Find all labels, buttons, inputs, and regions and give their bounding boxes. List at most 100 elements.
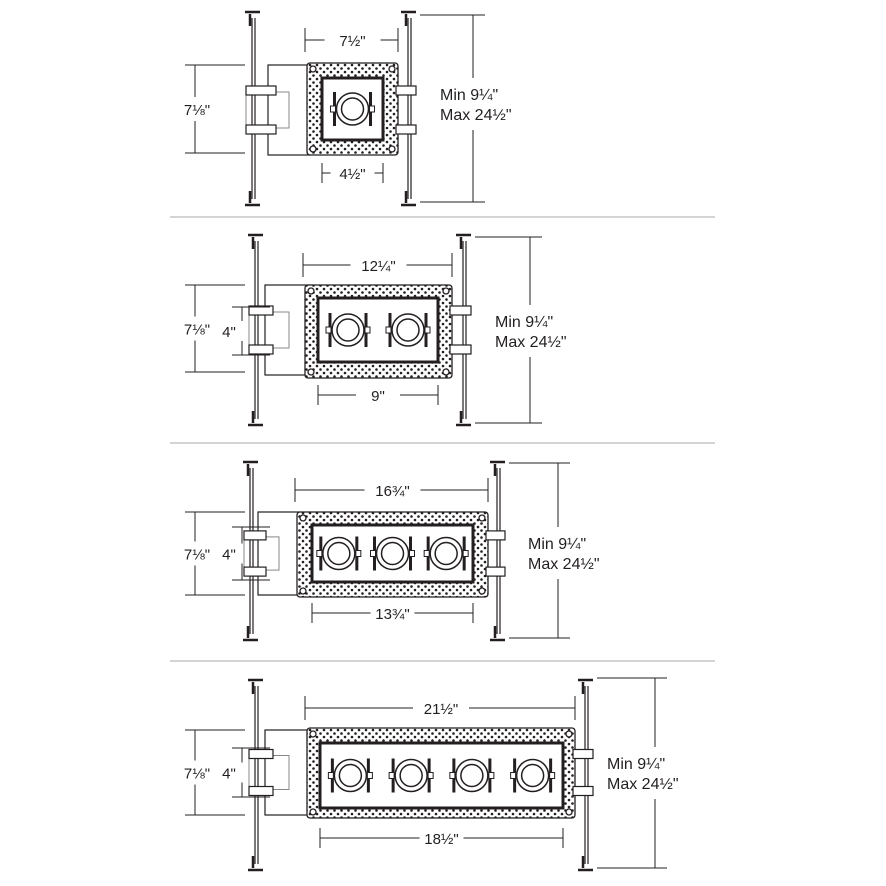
bracket-tab: [395, 85, 417, 96]
screw-icon: [478, 587, 486, 595]
bottom-width-label: 4½": [339, 166, 365, 183]
fixture-icon: [325, 313, 371, 347]
fixture-lens: [434, 541, 458, 566]
joist-max-label: Max 24½": [528, 556, 600, 573]
bracket-tab: [485, 566, 506, 577]
screw-icon: [309, 730, 317, 738]
hanger-bar: [407, 18, 412, 199]
fixture-screw: [549, 772, 556, 779]
fixture-lens: [399, 763, 423, 788]
hanger-clip-icon: [401, 10, 416, 26]
fixture-screw: [488, 772, 495, 779]
screw-icon: [299, 514, 307, 522]
fixture-icon: [316, 536, 362, 571]
height-label: 7⅛": [184, 766, 210, 783]
fixture-screw: [330, 105, 336, 113]
hanger-bar: [462, 241, 467, 419]
screw-icon: [307, 368, 315, 376]
hanger-bar: [254, 241, 259, 419]
hanger-clip-icon: [401, 191, 416, 207]
hanger-clip-icon: [245, 10, 260, 26]
hanger-clip-icon: [490, 626, 505, 642]
fixture-screw: [423, 550, 430, 557]
screw-icon: [442, 368, 450, 376]
hanger-clip-icon: [456, 411, 471, 427]
hanger-bar: [251, 18, 256, 199]
fixture-icon: [423, 536, 469, 571]
height-label: 7⅛": [184, 322, 210, 339]
hanger-clip-icon: [248, 411, 263, 427]
hanger-bar: [249, 468, 254, 634]
bottom-width-label: 9": [371, 388, 385, 405]
fixture-screw: [366, 772, 373, 779]
fixture-lens: [520, 763, 545, 788]
fixture-screw: [385, 326, 392, 334]
hanger-clip-icon: [456, 233, 471, 249]
fixture-lens: [380, 541, 405, 566]
fixture-screw: [325, 326, 332, 334]
joist-min-label: Min 9¼": [607, 756, 665, 773]
fixture-screw: [427, 772, 434, 779]
panel-three-fixture: 16¾"13¾"7⅛"4"Min 9¼"Max 24½": [184, 460, 600, 642]
fixture-screw: [462, 550, 469, 557]
bracket-tab: [243, 566, 267, 577]
screw-icon: [478, 514, 486, 522]
panel-four-fixture: 21½" 18½" 7⅛" 4" Min 9¼" Max 24½": [184, 677, 679, 872]
bracket-tab: [248, 748, 274, 760]
fixture-screw: [510, 772, 517, 779]
junction-box: [264, 729, 311, 816]
bracket-tab: [245, 124, 277, 135]
hanger-clip-icon: [243, 626, 258, 642]
screw-icon: [565, 730, 573, 738]
bottom-width-label: 18½": [424, 831, 459, 848]
screw-icon: [565, 808, 573, 816]
junction-box: [264, 284, 311, 376]
hanger-clip-icon: [578, 678, 593, 694]
hanger-bar: [254, 686, 259, 864]
fixture-icon: [330, 92, 375, 126]
fixture-lens: [327, 541, 351, 566]
height-label: 7⅛": [184, 102, 210, 119]
fixture-icon: [370, 536, 415, 571]
fixture-screw: [316, 550, 323, 557]
bracket-tab: [248, 344, 274, 355]
fixture-screw: [449, 772, 456, 779]
top-width-label: 21½": [424, 701, 459, 718]
fixture-screw: [424, 326, 431, 334]
joist-max-label: Max 24½": [607, 776, 679, 793]
hanger-clip-icon: [578, 856, 593, 872]
hanger-bar: [584, 686, 589, 864]
hanger-clip-icon: [243, 460, 258, 476]
fixture-screw: [370, 550, 376, 557]
panel-single-fixture: 7½"4½"7⅛"Min 9¼"Max 24½": [184, 10, 512, 207]
bottom-width-label: 13¾": [375, 606, 410, 623]
joist-min-label: Min 9¼": [528, 536, 586, 553]
fixture-lens: [340, 97, 365, 121]
screw-icon: [307, 287, 315, 295]
fixture-screw: [388, 772, 395, 779]
fixture-screw: [327, 772, 334, 779]
bracket-tab: [248, 785, 274, 797]
screw-icon: [299, 587, 307, 595]
fixture-icon: [327, 758, 373, 793]
bracket-tab: [248, 305, 274, 316]
joist-max-label: Max 24½": [440, 107, 512, 124]
screw-icon: [388, 65, 396, 73]
joist-min-label: Min 9¼": [495, 314, 553, 331]
fixture-icon: [388, 758, 434, 793]
fixture-icon: [510, 758, 556, 793]
hanger-clip-icon: [248, 678, 263, 694]
bracket-tab: [245, 85, 277, 96]
inner-height-label: 4": [222, 547, 236, 564]
joist-min-label: Min 9¼": [440, 87, 498, 104]
bracket-tab: [572, 785, 594, 797]
bracket-tab: [572, 748, 594, 760]
inner-height-label: 4": [222, 766, 236, 783]
fixture-lens: [396, 318, 420, 342]
fixture-screw: [355, 550, 362, 557]
top-width-label: 16¾": [375, 483, 410, 500]
hanger-clip-icon: [248, 233, 263, 249]
panel-two-fixture: 12¼"9"7⅛"4"Min 9¼"Max 24½": [184, 233, 567, 427]
